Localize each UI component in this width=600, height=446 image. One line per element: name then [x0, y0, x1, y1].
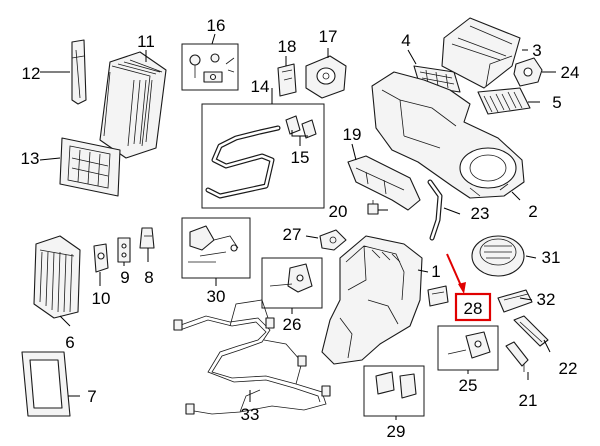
part-13-frame	[59, 137, 121, 197]
part-17-actuator	[305, 55, 347, 99]
part-25-actuator-group	[437, 325, 499, 371]
callout-26: 26	[283, 315, 302, 334]
part-18-sensor	[277, 63, 297, 97]
part-31-blower-motor	[471, 235, 525, 277]
part-32-resistor	[497, 289, 533, 313]
part-33-wiring-harness	[173, 299, 331, 415]
callout-31: 31	[542, 248, 561, 267]
part-27-sensor	[319, 229, 347, 251]
callout-9: 9	[120, 268, 129, 287]
callout-8: 8	[144, 268, 153, 287]
callout-labels: 12 11 13 16 18 17 14 15 4 3 24 5 19 2 20…	[21, 16, 580, 441]
callout-28: 28	[464, 299, 483, 318]
callout-29: 29	[387, 422, 406, 441]
callout-23: 23	[471, 204, 490, 223]
callout-1: 1	[431, 262, 440, 281]
callout-27: 27	[283, 225, 302, 244]
callout-25: 25	[459, 376, 478, 395]
callout-33: 33	[241, 405, 260, 424]
callout-21: 21	[519, 391, 538, 410]
part-19-duct	[347, 155, 421, 211]
part-11-heater-core	[99, 51, 167, 159]
part-7-seal	[21, 351, 71, 417]
callout-12: 12	[22, 64, 41, 83]
callout-15: 15	[291, 148, 310, 167]
callout-6: 6	[65, 333, 74, 352]
callout-32: 32	[537, 290, 556, 309]
callout-22: 22	[559, 359, 578, 378]
callout-24: 24	[561, 63, 580, 82]
part-21-sensor	[505, 341, 529, 372]
part-22-actuator	[513, 315, 549, 347]
part-5-cabin-filter	[477, 87, 531, 115]
part-14-lines-group	[201, 103, 325, 209]
callout-19: 19	[343, 125, 362, 144]
part-28-connector	[427, 285, 449, 307]
leader-lines	[39, 33, 556, 420]
part-8-valve	[139, 227, 155, 249]
part-1-lower-housing	[321, 235, 423, 365]
callout-20: 20	[329, 202, 348, 221]
callout-3: 3	[532, 41, 541, 60]
part-3-housing-cover	[441, 17, 521, 89]
part-6-evaporator	[33, 235, 81, 319]
callout-4: 4	[401, 31, 410, 50]
callout-13: 13	[21, 149, 40, 168]
callout-14: 14	[251, 77, 270, 96]
callout-5: 5	[552, 93, 561, 112]
callout-11: 11	[137, 32, 155, 51]
callout-7: 7	[87, 387, 96, 406]
callout-18: 18	[278, 37, 297, 56]
callout-16: 16	[207, 16, 226, 35]
part-16-hardware	[181, 43, 239, 91]
callout-30: 30	[207, 287, 226, 306]
callout-17: 17	[319, 27, 338, 46]
highlight-arrow	[446, 253, 466, 294]
part-20-clip	[367, 200, 379, 215]
part-23-rod	[427, 179, 443, 241]
callout-2: 2	[528, 202, 537, 221]
callout-10: 10	[92, 289, 111, 308]
part-26-actuator-group	[261, 257, 323, 309]
part-12-bracket	[71, 39, 87, 105]
part-30-linkage-group	[181, 217, 251, 279]
part-24-actuator	[513, 57, 543, 87]
highlight-box-28	[454, 292, 492, 322]
part-9-seal	[117, 237, 131, 263]
part-hvac-upper-housing	[371, 71, 525, 199]
part-29-sensors-group	[363, 365, 425, 417]
part-10-clip	[93, 243, 109, 273]
